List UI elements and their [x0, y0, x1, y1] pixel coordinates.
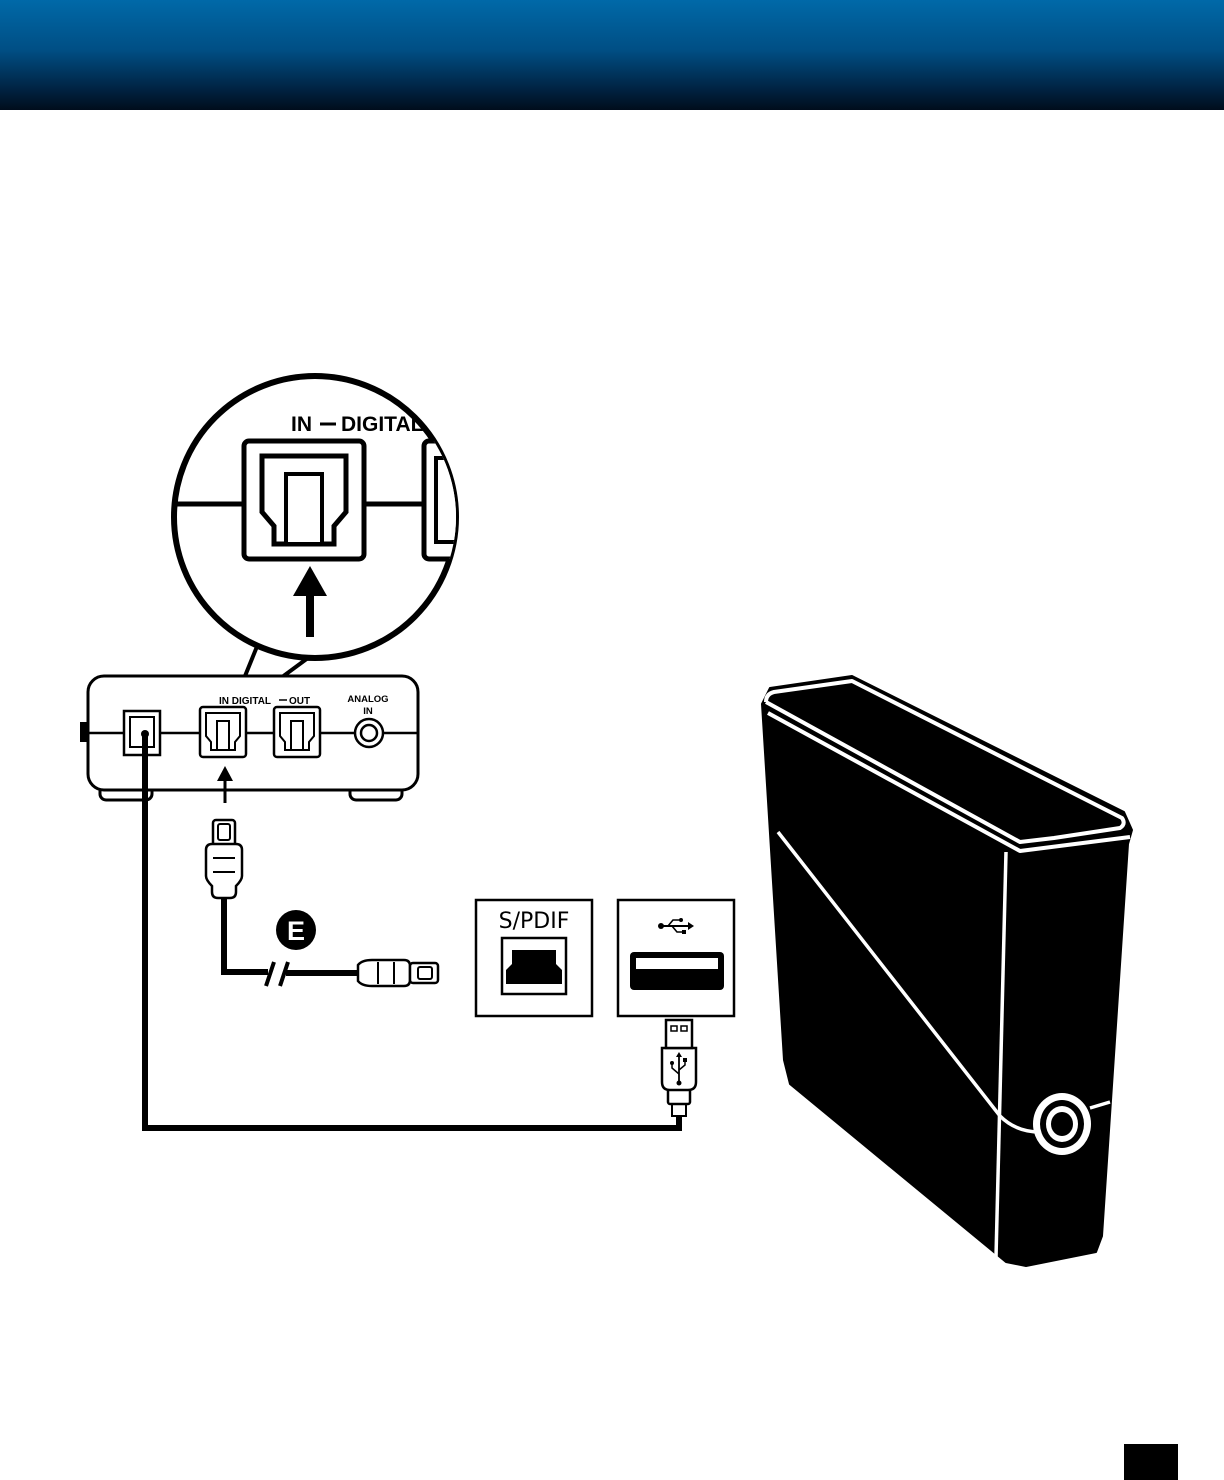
callout-e-badge: E [276, 910, 316, 950]
spdif-panel: S/PDIF [476, 900, 592, 1016]
zoom-callout: IN DIGITAL [160, 376, 484, 708]
box-label-in-digital: IN DIGITAL [219, 696, 271, 707]
optical-out-port [274, 707, 320, 757]
box-label-out: OUT [289, 696, 310, 707]
analog-in-jack [355, 719, 383, 747]
spdif-label: S/PDIF [499, 909, 570, 934]
game-console [762, 676, 1132, 1266]
usb-panel [618, 900, 734, 1016]
box-label-analog: ANALOG [347, 694, 388, 705]
optical-cable [206, 820, 438, 986]
callout-e-letter: E [287, 916, 305, 946]
optical-in-port[interactable] [200, 707, 246, 757]
box-label-analog-in: IN [363, 706, 373, 717]
zoom-label-digital: DIGITAL [341, 413, 424, 436]
optical-port-icon [244, 441, 364, 559]
zoom-label-in: IN [291, 413, 312, 436]
power-ring-icon [1033, 1093, 1091, 1155]
page-number-box [1124, 1444, 1178, 1480]
converter-box: IN DIGITAL OUT ANALOG IN [80, 676, 418, 800]
